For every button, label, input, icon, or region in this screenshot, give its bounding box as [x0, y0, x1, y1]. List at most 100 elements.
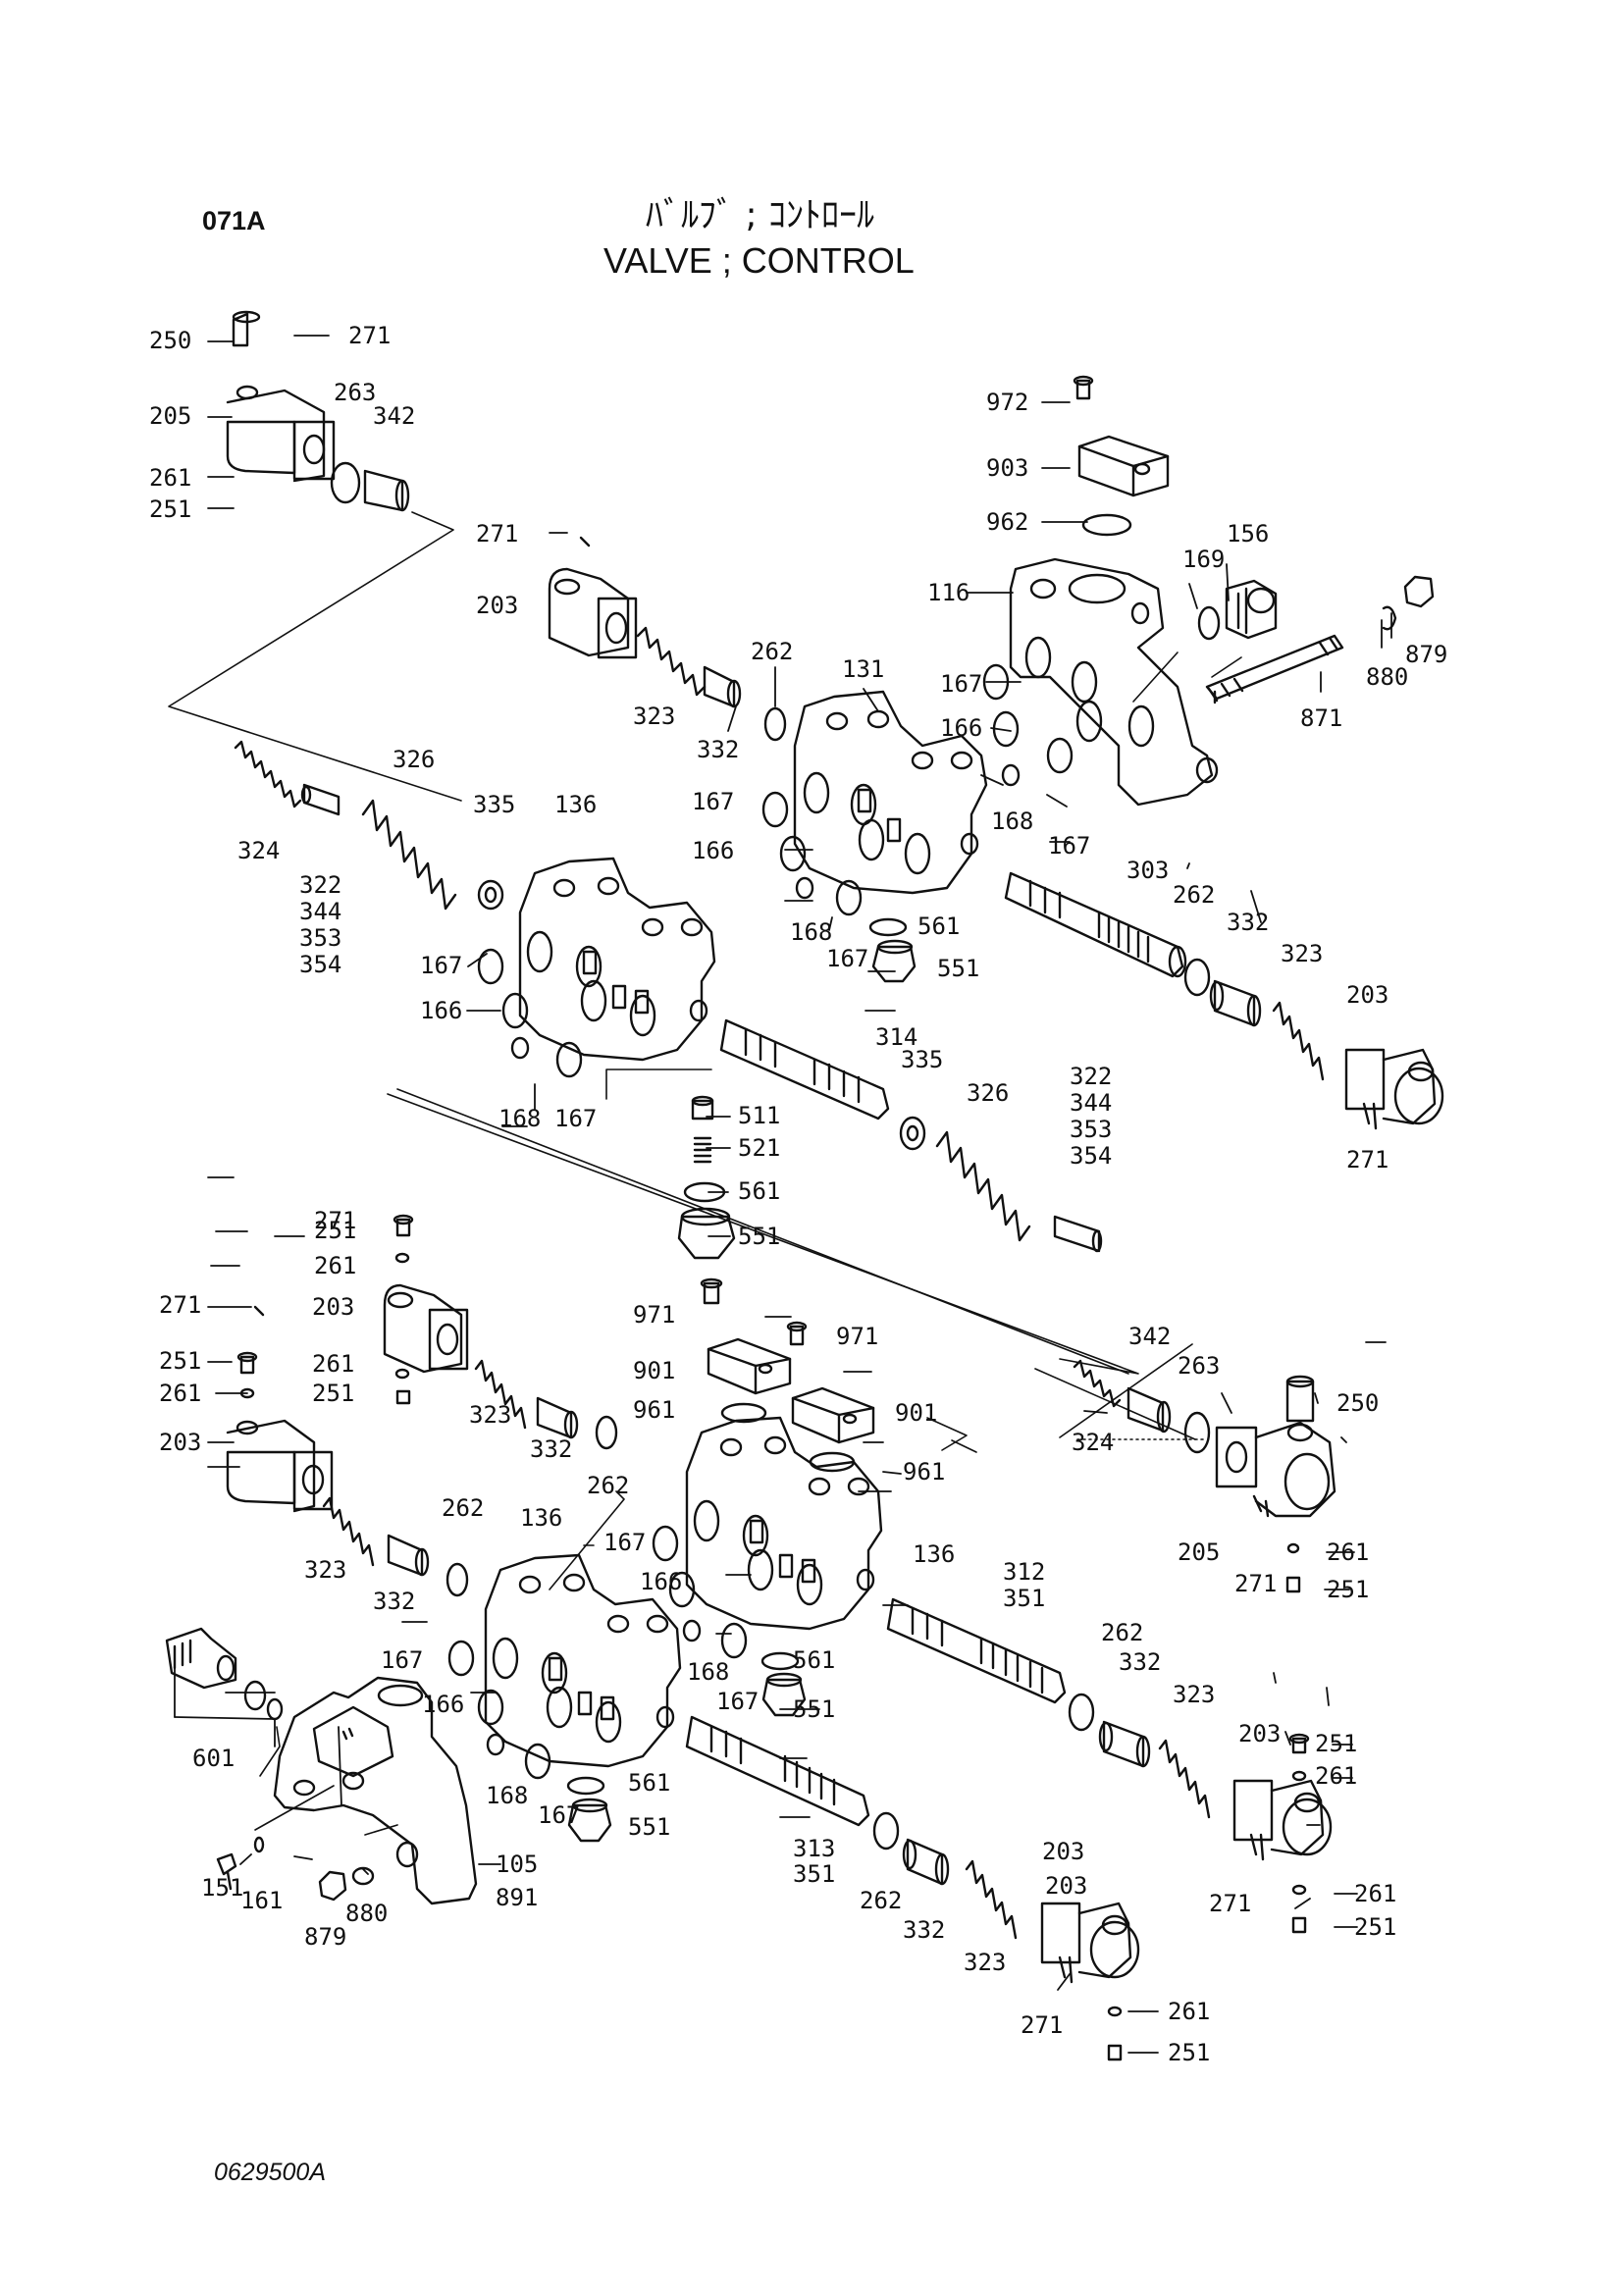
title-english: VALVE ; CONTROL: [603, 240, 915, 281]
part-label: 323: [633, 703, 675, 730]
drawing-number: 0629500A: [214, 2159, 327, 2186]
part-332-left: [387, 1534, 430, 1577]
part-label: 342: [373, 402, 415, 430]
part-323-right: [1272, 1001, 1325, 1081]
part-label: 901: [895, 1399, 937, 1427]
part-label: 251: [1168, 2039, 1210, 2066]
part-label: 351: [793, 1860, 835, 1888]
part-label: 332: [903, 1916, 945, 1944]
part-label: 880: [345, 1900, 388, 1927]
part-335-upper: [477, 879, 504, 911]
part-label: 203: [1238, 1720, 1281, 1747]
part-303: [1004, 871, 1187, 978]
part-label: 262: [1101, 1619, 1143, 1646]
part-label: 205: [1178, 1538, 1220, 1566]
part-972-903: [1073, 375, 1170, 497]
part-label: 303: [1126, 857, 1169, 884]
part-116: [1009, 557, 1219, 807]
part-label: 169: [1182, 546, 1225, 573]
part-131: [793, 690, 988, 895]
part-label: 261: [159, 1380, 201, 1407]
part-561-551-upper: [868, 917, 917, 983]
part-203-mid: [383, 1214, 469, 1405]
part-label: 322: [299, 871, 341, 899]
part-313: [685, 1715, 870, 1827]
part-label: 250: [149, 327, 191, 354]
part-label: 326: [393, 746, 435, 773]
part-label: 262: [860, 1887, 902, 1914]
part-label: 262: [587, 1472, 629, 1499]
part-label: 166: [692, 837, 734, 864]
part-326-upper: [361, 799, 457, 911]
part-label: 271: [1234, 1570, 1277, 1597]
part-136-lower: [484, 1553, 682, 1768]
part-label: 551: [793, 1695, 835, 1723]
part-label: 251: [1354, 1913, 1396, 1941]
part-151-161-879-880: [216, 1836, 375, 1902]
part-label: 262: [1173, 881, 1215, 909]
part-label: 251: [159, 1347, 201, 1375]
part-label: 271: [1209, 1890, 1251, 1917]
part-label: 313: [793, 1835, 835, 1862]
part-262-right: [1183, 958, 1211, 997]
part-label: 251: [1315, 1730, 1357, 1757]
part-label: 323: [1281, 940, 1323, 967]
part-262-mid: [595, 1415, 618, 1450]
part-971-901-center: [700, 1277, 875, 1444]
part-323-bottom: [965, 1859, 1018, 1940]
part-326-lower: [935, 1130, 1031, 1242]
part-label: 326: [967, 1079, 1009, 1107]
part-label: 323: [1173, 1681, 1215, 1708]
part-label: 271: [314, 1207, 356, 1234]
part-label: 166: [940, 714, 982, 742]
part-label: 332: [1119, 1648, 1161, 1676]
part-label: 880: [1366, 663, 1408, 691]
part-label: 891: [496, 1884, 538, 1911]
part-label: 156: [1227, 520, 1269, 547]
part-label: 344: [299, 898, 341, 925]
part-label: 151: [201, 1874, 243, 1902]
part-label: 166: [422, 1691, 464, 1718]
part-label: 167: [692, 788, 734, 815]
part-203-right: [1344, 1048, 1444, 1130]
part-label: 961: [903, 1458, 945, 1486]
part-label: 262: [751, 638, 793, 665]
part-label: 511: [738, 1102, 780, 1129]
part-324-right: [1073, 1359, 1122, 1408]
leader-lines: [174, 335, 1392, 2054]
part-203-left: [226, 1305, 334, 1513]
part-label: 262: [442, 1494, 484, 1522]
part-label: 167: [554, 1105, 597, 1132]
part-323-upper: [636, 626, 707, 697]
part-136-center-right: [685, 1416, 883, 1631]
part-label: 263: [1178, 1352, 1220, 1380]
part-label: 203: [1042, 1838, 1084, 1865]
part-332-right: [1209, 979, 1262, 1027]
part-label: 354: [299, 951, 341, 978]
part-label: 261: [1327, 1538, 1369, 1566]
part-label: 250: [1336, 1389, 1379, 1417]
part-324-upper: [234, 740, 302, 808]
part-label: 271: [159, 1291, 201, 1319]
part-262-left: [445, 1562, 469, 1597]
part-203-upper-left: [548, 536, 638, 659]
part-label: 261: [1354, 1880, 1396, 1907]
part-label: 168: [498, 1105, 541, 1132]
part-oring-lower: [447, 1640, 551, 1780]
part-250-205-right: [1215, 1375, 1336, 1593]
part-label: 879: [304, 1923, 346, 1951]
part-label: 354: [1070, 1142, 1112, 1170]
title-japanese: ﾊﾞﾙﾌﾞ ; ｺﾝﾄﾛｰﾙ: [646, 195, 875, 235]
part-label: 351: [1003, 1585, 1045, 1612]
part-label: 136: [913, 1540, 955, 1568]
part-105: [273, 1676, 478, 1905]
part-label: 167: [826, 945, 868, 972]
part-263-right: [1183, 1411, 1211, 1454]
part-label: 271: [1021, 2011, 1063, 2039]
part-label: 168: [687, 1658, 729, 1686]
part-label: 335: [473, 791, 515, 818]
part-label: 136: [520, 1504, 562, 1532]
part-262-lower-right: [1068, 1693, 1095, 1732]
part-332-bottom: [902, 1838, 950, 1886]
